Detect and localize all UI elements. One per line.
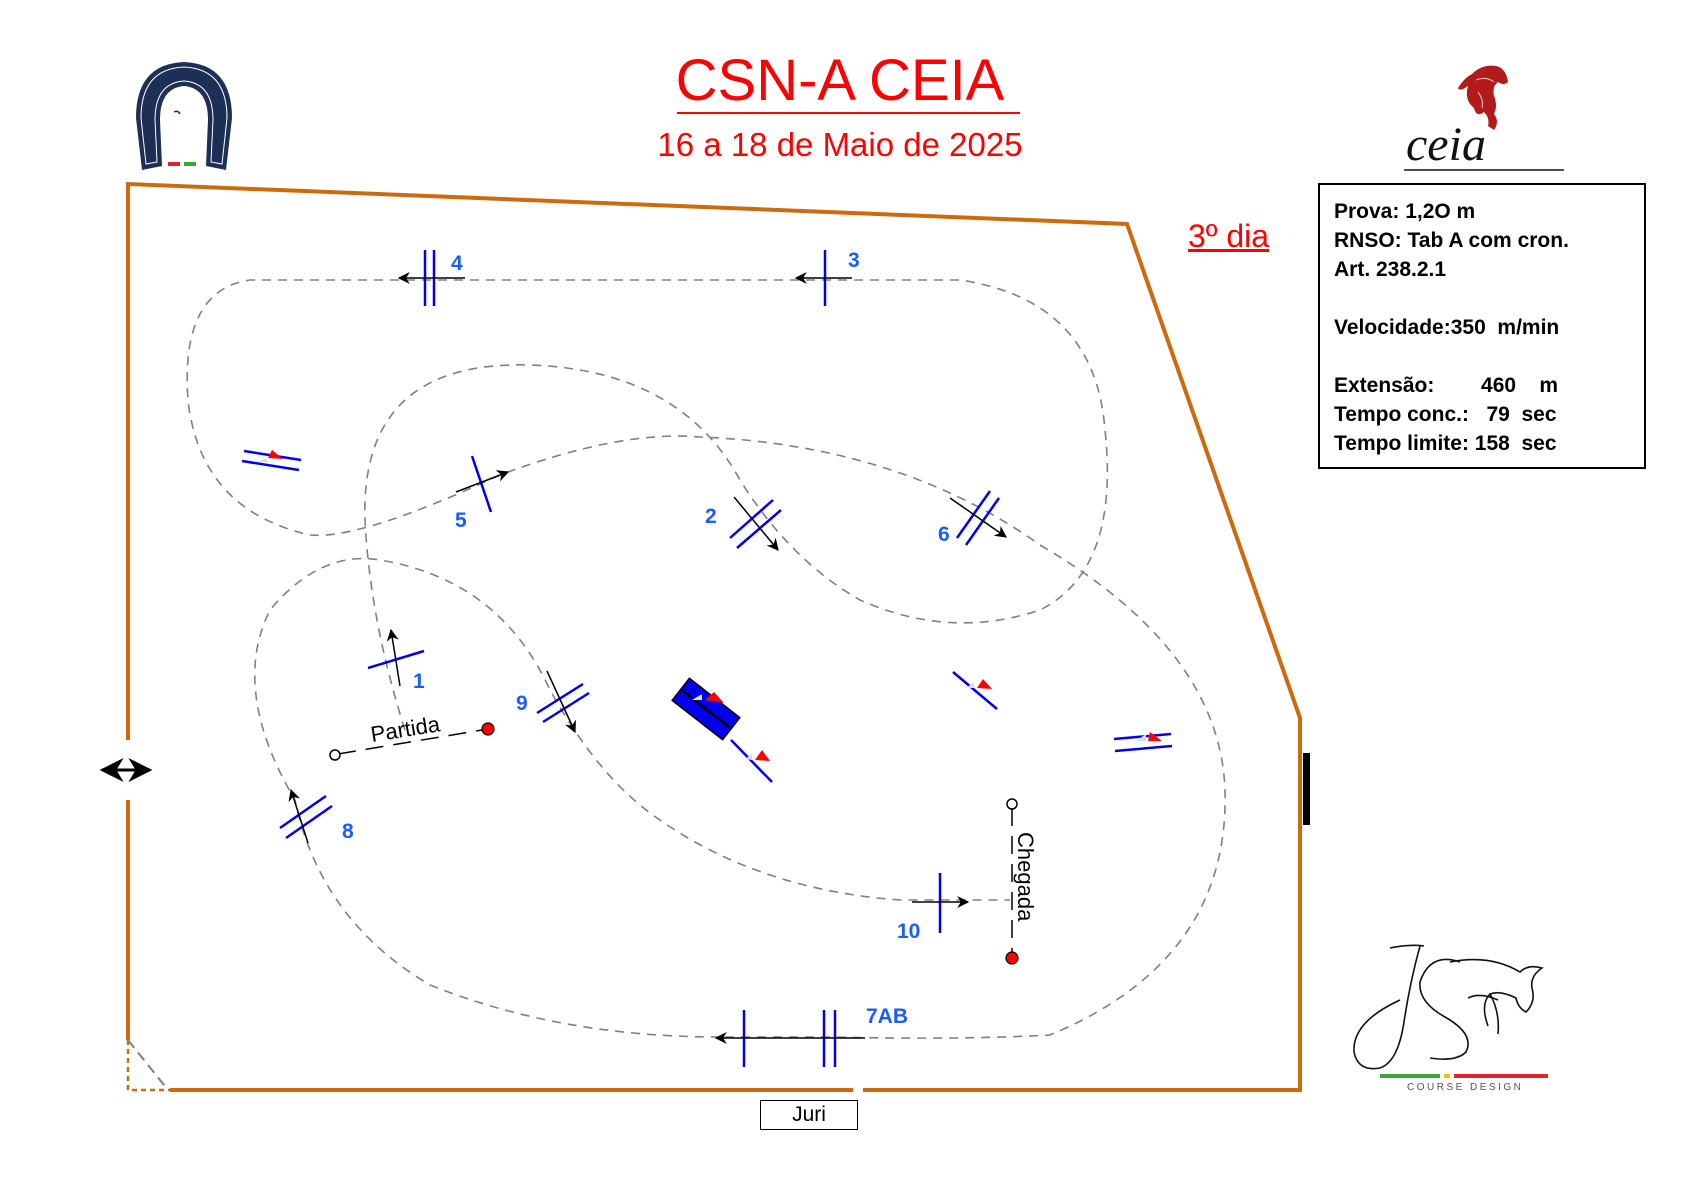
obstacle-10[interactable]: 10 [897,873,970,943]
obstacle-label: 8 [342,820,354,843]
start-label: Partida [369,711,443,747]
obstacle-label: 3 [848,249,860,272]
start-red-marker [481,722,495,736]
spare-fence-center [730,739,773,783]
white-flag-icon [258,458,268,462]
obstacle-3[interactable]: 3 [794,249,860,306]
info-time-allowed: Tempo conc.: 79 sec [1334,403,1557,426]
event-dates: 16 a 18 de Maio de 2025 [657,126,1023,163]
arena-border [126,181,1302,1092]
obstacle-1[interactable]: 1 [367,628,425,693]
obstacle-4[interactable]: 4 [397,250,465,306]
red-flag-icon [268,450,283,459]
horse-head-horseshoe-icon [136,62,232,170]
obstacle-label: 5 [455,509,467,532]
info-speed: Velocidade:350 m/min [1334,316,1560,339]
title-underline [677,112,1020,114]
spare-fence-left [241,449,302,472]
spare-fence-far-right [1113,732,1173,753]
red-flag-icon [705,692,724,703]
obstacle-label: 6 [938,523,950,546]
info-time-limit: Tempo limite: 158 sec [1334,432,1557,455]
jury-box: Juri [760,1100,858,1130]
white-flag-icon [692,694,702,700]
start-line: Partida [329,711,495,761]
finish-white-marker [1006,798,1018,810]
obstacle-label: 10 [897,920,920,943]
obstacle-label: 2 [705,505,717,528]
start-white-marker [329,749,341,761]
finish-red-marker [1005,951,1019,965]
day-label: 3º dia [1188,218,1270,254]
rearing-red-horse-icon [1458,65,1508,130]
obstacle-2[interactable]: 2 [705,496,782,551]
class-info-box: Prova: 1,2O m RNSO: Tab A com cron. Art.… [1318,183,1646,469]
course-path [186,279,1226,1039]
obstacle-label: 4 [451,252,463,275]
info-prova: Prova: 1,2O m [1334,200,1476,223]
white-flag-icon [745,754,752,760]
corner-cut-line [127,1039,169,1091]
red-flag-icon [755,750,770,761]
red-flag-icon [977,679,992,689]
obstacle-9[interactable]: 9 [516,670,590,734]
info-article: Art. 238.2.1 [1334,258,1447,281]
info-rnso: RNSO: Tab A com cron. [1334,229,1569,252]
white-flag-icon [1136,734,1146,741]
course-design-caption: COURSE DESIGN [1407,1082,1523,1093]
obstacle-8[interactable]: 8 [279,788,354,844]
finish-label: Chegada [1013,832,1038,922]
red-flag-icon [1148,732,1162,741]
white-flag-icon [966,682,974,688]
fep-logo [136,62,232,170]
obstacle-5[interactable]: 5 [455,455,510,532]
page-title: CSN-A CEIA [675,48,1005,113]
obstacle-label: 7AB [866,1005,908,1028]
jumping-horse-icon [1353,944,1544,1070]
water-tray [671,677,741,741]
obstacle-label: 1 [413,670,425,693]
info-length: Extensão: 460 m [1334,374,1559,397]
js-course-design-logo: COURSE DESIGN [1353,944,1548,1093]
exit-bar [1303,753,1310,825]
obstacle-7ab[interactable]: 7AB [714,1005,908,1067]
ceia-logo: ceia [1404,65,1564,171]
obstacle-label: 9 [516,692,528,715]
obstacle-6[interactable]: 6 [938,490,1007,546]
finish-line: Chegada [1005,798,1038,965]
ceia-wordmark: ceia [1406,118,1486,171]
spare-fence-right [952,671,998,710]
